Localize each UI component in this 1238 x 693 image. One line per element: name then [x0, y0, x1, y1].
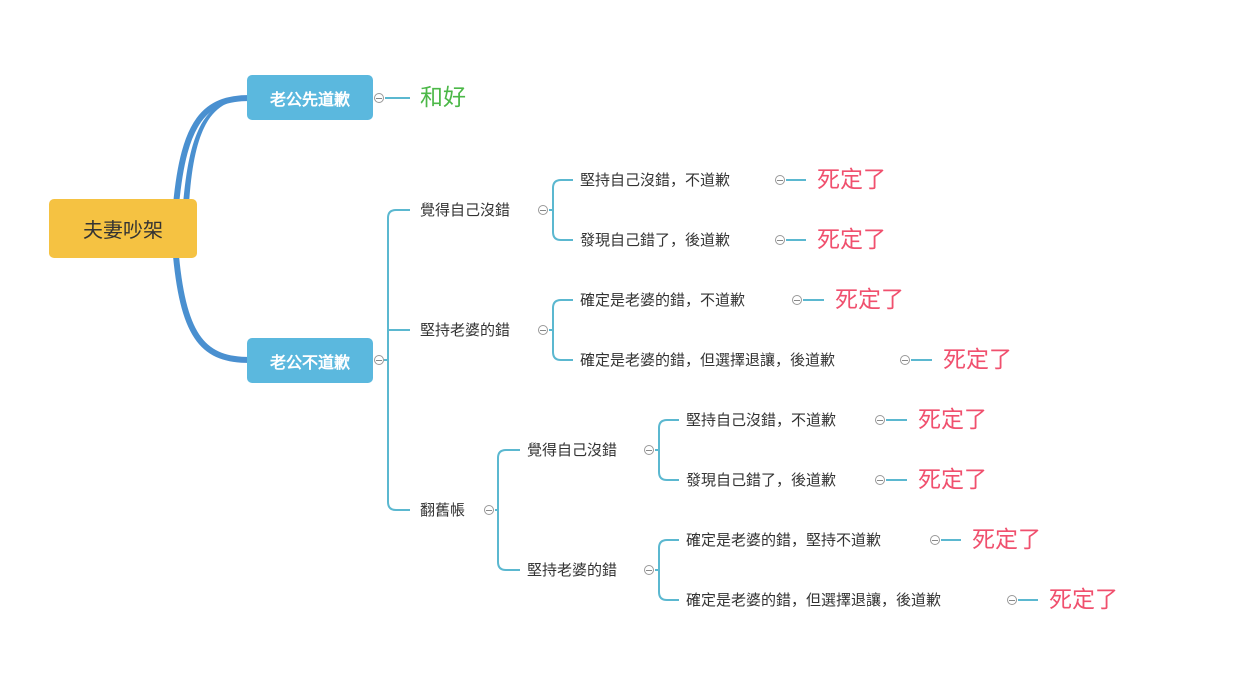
node-apologize[interactable]: 老公先道歉 [247, 75, 373, 120]
node-leaf[interactable]: 確定是老婆的錯，堅持不道歉 [686, 531, 882, 549]
result-dead[interactable]: 死定了 [972, 527, 1041, 553]
collapse-icon[interactable] [930, 535, 940, 545]
collapse-icon[interactable] [538, 325, 548, 335]
collapse-icon[interactable] [374, 93, 384, 103]
collapse-icon[interactable] [1007, 595, 1017, 605]
collapse-icon[interactable] [875, 415, 885, 425]
node-leaf[interactable]: 發現自己錯了，後道歉 [686, 471, 837, 489]
node-leaf[interactable]: 堅持自己沒錯，不道歉 [580, 171, 731, 189]
collapse-icon[interactable] [538, 205, 548, 215]
result-dead[interactable]: 死定了 [1049, 587, 1118, 613]
result-dead[interactable]: 死定了 [835, 287, 904, 313]
collapse-icon[interactable] [900, 355, 910, 365]
result-dead[interactable]: 死定了 [943, 347, 1012, 373]
collapse-icon[interactable] [644, 565, 654, 575]
node-leaf[interactable]: 堅持自己沒錯，不道歉 [686, 411, 837, 429]
node-leaf[interactable]: 發現自己錯了，後道歉 [580, 231, 731, 249]
result-dead[interactable]: 死定了 [817, 167, 886, 193]
node-old-scores[interactable]: 翻舊帳 [420, 501, 466, 519]
result-dead[interactable]: 死定了 [817, 227, 886, 253]
node-wife-wrong[interactable]: 堅持老婆的錯 [527, 561, 618, 579]
collapse-icon[interactable] [775, 175, 785, 185]
root-to-apologize-link [183, 98, 250, 205]
result-dead[interactable]: 死定了 [918, 407, 987, 433]
collapse-icon[interactable] [374, 355, 384, 365]
node-self-right[interactable]: 覺得自己沒錯 [527, 441, 618, 459]
node-leaf[interactable]: 確定是老婆的錯，但選擇退讓，後道歉 [686, 591, 942, 609]
node-label: 老公不道歉 [269, 352, 350, 372]
collapse-icon[interactable] [775, 235, 785, 245]
collapse-icon[interactable] [484, 505, 494, 515]
result-dead[interactable]: 死定了 [918, 467, 987, 493]
collapse-icon[interactable] [875, 475, 885, 485]
collapse-icon[interactable] [644, 445, 654, 455]
node-leaf[interactable]: 確定是老婆的錯，但選擇退讓，後道歉 [580, 351, 836, 369]
node-no-apology[interactable]: 老公不道歉 [247, 338, 373, 383]
root-to-no-apology-link [173, 255, 251, 363]
collapse-icon[interactable] [792, 295, 802, 305]
node-label: 老公先道歉 [269, 89, 350, 109]
node-self-right[interactable]: 覺得自己沒錯 [420, 201, 511, 219]
root-label: 夫妻吵架 [83, 218, 163, 242]
node-leaf[interactable]: 確定是老婆的錯，不道歉 [580, 291, 746, 309]
root-node[interactable]: 夫妻吵架 [49, 199, 197, 258]
result-reconcile[interactable]: 和好 [420, 85, 466, 111]
node-wife-wrong[interactable]: 堅持老婆的錯 [420, 321, 511, 339]
